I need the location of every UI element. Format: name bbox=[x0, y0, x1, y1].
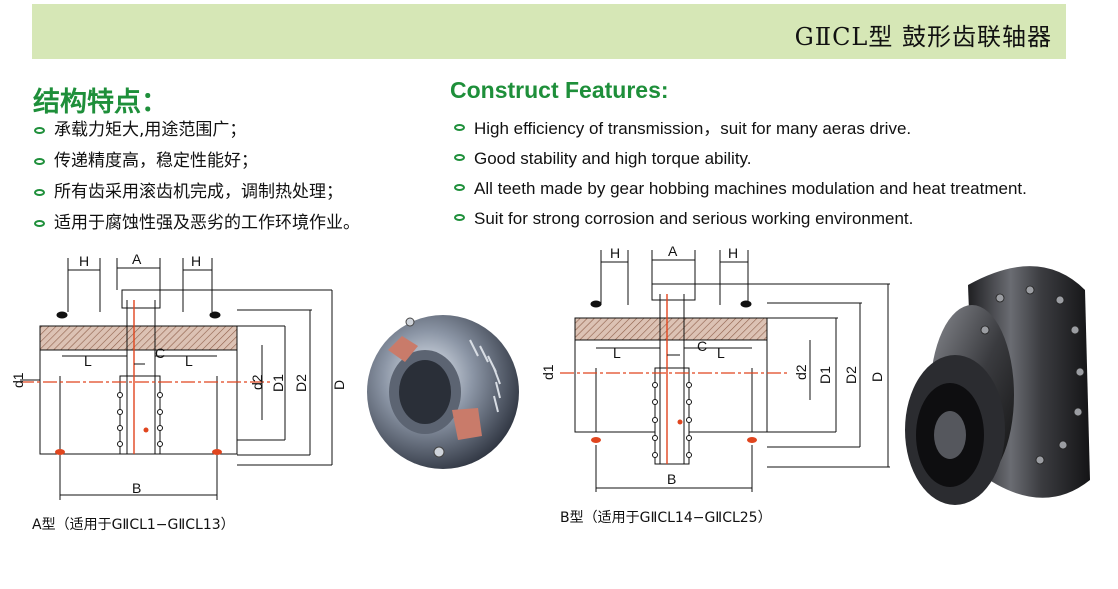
dim-label-D: D bbox=[869, 372, 885, 382]
dim-label-d1: d1 bbox=[10, 372, 26, 388]
bullet-icon bbox=[454, 184, 465, 191]
feature-item-en: Suit for strong corrosion and serious wo… bbox=[452, 208, 1027, 238]
dim-label-l-left: L bbox=[84, 353, 92, 369]
bullet-icon bbox=[454, 124, 465, 131]
dim-label-D2: D2 bbox=[293, 374, 309, 392]
bullet-icon bbox=[454, 154, 465, 161]
dim-label-c: C bbox=[697, 338, 707, 354]
bullet-icon bbox=[34, 158, 45, 165]
dim-label-d1: d1 bbox=[540, 364, 556, 380]
dim-label-d2: d2 bbox=[793, 364, 809, 380]
dim-label-a: A bbox=[132, 251, 142, 267]
feature-item-cn: 所有齿采用滚齿机完成，调制热处理； bbox=[32, 180, 360, 211]
dim-label-l-right: L bbox=[717, 345, 725, 361]
page-title: GⅡCL型 鼓形齿联轴器 bbox=[794, 23, 1052, 51]
bullet-icon bbox=[454, 214, 465, 221]
dim-label-h-right: H bbox=[191, 253, 201, 269]
dim-label-D1: D1 bbox=[270, 374, 286, 392]
feature-text: 所有齿采用滚齿机完成，调制热处理； bbox=[54, 182, 343, 202]
feature-text: Good stability and high torque ability. bbox=[474, 149, 752, 168]
dim-label-d2: d2 bbox=[249, 374, 265, 390]
dim-label-D2: D2 bbox=[843, 366, 859, 384]
feature-text: 适用于腐蚀性强及恶劣的工作环境作业。 bbox=[54, 213, 360, 233]
title-banner: GⅡCL型 鼓形齿联轴器 bbox=[32, 4, 1066, 59]
dim-label-h-left: H bbox=[79, 253, 89, 269]
dim-label-a: A bbox=[668, 243, 678, 259]
diagram-b bbox=[560, 250, 890, 492]
dim-label-b: B bbox=[132, 480, 141, 496]
features-heading-en: Construct Features: bbox=[450, 77, 669, 103]
dim-label-l-right: L bbox=[185, 353, 193, 369]
feature-item-cn: 承载力矩大,用途范围广； bbox=[32, 118, 360, 149]
diagram-a bbox=[20, 258, 333, 500]
feature-item-cn: 传递精度高，稳定性能好； bbox=[32, 149, 360, 180]
features-list-en: High efficiency of transmission，suit for… bbox=[452, 118, 1027, 238]
feature-text: 传递精度高，稳定性能好； bbox=[54, 151, 258, 171]
coupling-photo bbox=[905, 266, 1090, 505]
diagram-b-labels: H A H L C L d1 d2 D1 D2 D B bbox=[540, 243, 885, 487]
coupling-cutaway-photo bbox=[367, 315, 519, 469]
diagram-a-labels: H A H L C L d1 d2 D1 D2 D B bbox=[10, 251, 347, 496]
dim-label-D1: D1 bbox=[817, 366, 833, 384]
dim-label-h-left: H bbox=[610, 245, 620, 261]
features-list-cn: 承载力矩大,用途范围广； 传递精度高，稳定性能好； 所有齿采用滚齿机完成，调制热… bbox=[32, 118, 360, 242]
feature-text: 承载力矩大,用途范围广； bbox=[54, 120, 247, 140]
dim-label-D: D bbox=[331, 380, 347, 390]
feature-text: Suit for strong corrosion and serious wo… bbox=[474, 209, 914, 228]
features-heading-cn: 结构特点： bbox=[33, 87, 168, 118]
feature-text: All teeth made by gear hobbing machines … bbox=[474, 179, 1027, 198]
feature-item-en: High efficiency of transmission，suit for… bbox=[452, 118, 1027, 148]
feature-text: High efficiency of transmission，suit for… bbox=[474, 119, 912, 138]
diagram-b-caption: B型（适用于GⅡCL14−GⅡCL25） bbox=[560, 510, 772, 526]
dim-label-h-right: H bbox=[728, 245, 738, 261]
feature-item-en: All teeth made by gear hobbing machines … bbox=[452, 178, 1027, 208]
bullet-icon bbox=[34, 220, 45, 227]
dim-label-b: B bbox=[667, 471, 676, 487]
feature-item-cn: 适用于腐蚀性强及恶劣的工作环境作业。 bbox=[32, 211, 360, 242]
bullet-icon bbox=[34, 189, 45, 196]
dim-label-c: C bbox=[155, 345, 165, 361]
feature-item-en: Good stability and high torque ability. bbox=[452, 148, 1027, 178]
dim-label-l-left: L bbox=[613, 345, 621, 361]
diagram-a-caption: A型（适用于GⅡCL1−GⅡCL13） bbox=[32, 517, 235, 533]
bullet-icon bbox=[34, 127, 45, 134]
